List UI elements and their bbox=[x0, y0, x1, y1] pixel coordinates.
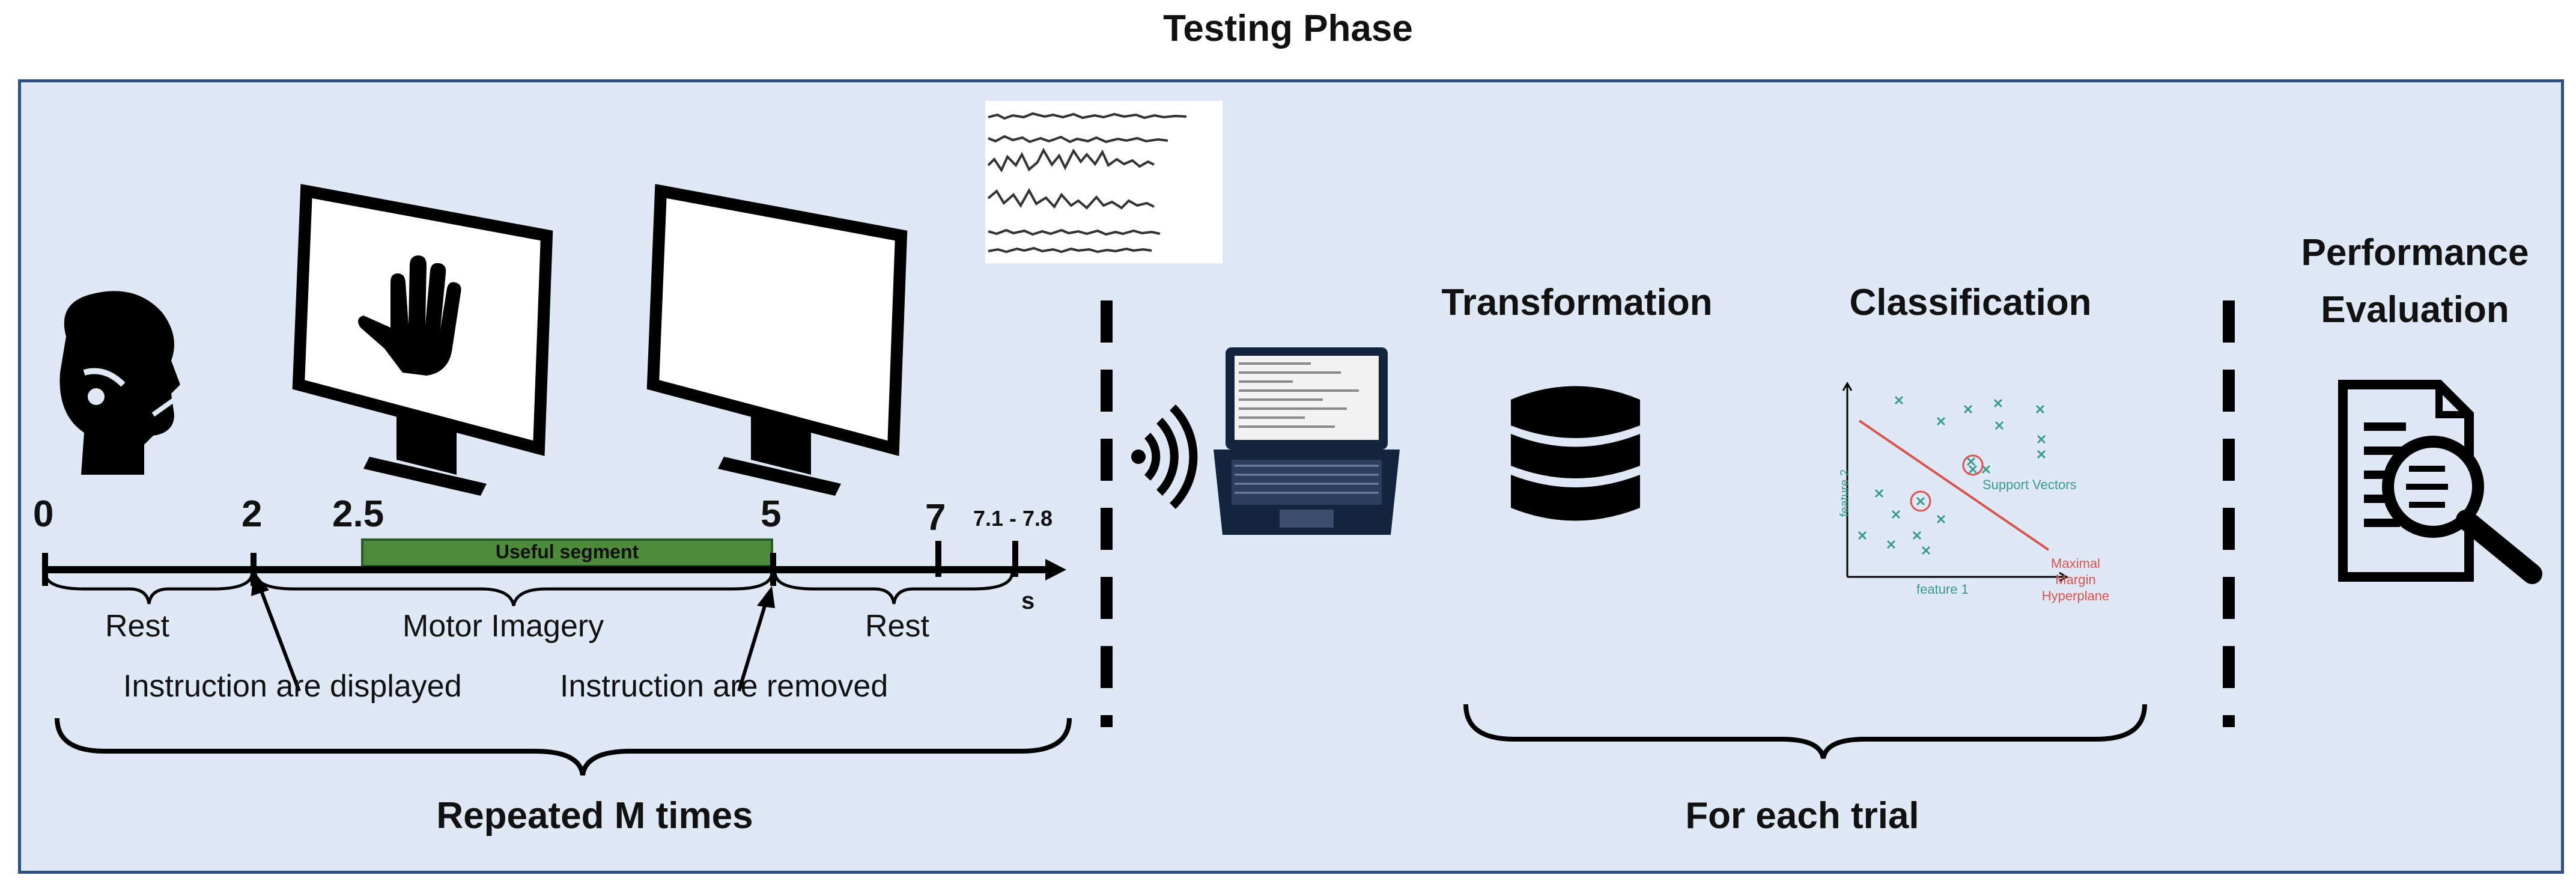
motor-imagery-label: Motor Imagery bbox=[402, 609, 604, 644]
page-title: Testing Phase bbox=[1163, 8, 1413, 49]
hyperplane-label-3: Hyperplane bbox=[2041, 588, 2110, 603]
svm-xlabel: feature 1 bbox=[1916, 582, 1969, 597]
monitor-blank-icon bbox=[646, 184, 908, 496]
brace-repeated bbox=[55, 718, 1072, 776]
instruction-removed-label: Instruction are removed bbox=[560, 669, 889, 704]
tick-label: 2.5 bbox=[332, 493, 384, 535]
hyperplane-label-2: Margin bbox=[2055, 572, 2096, 587]
wireless-icon bbox=[1131, 404, 1198, 509]
tick-label: 7 bbox=[925, 497, 946, 538]
brace-motor-imagery bbox=[254, 571, 774, 606]
transformation-label: Transformation bbox=[1441, 282, 1713, 323]
arrow-instruction-displayed bbox=[257, 582, 301, 692]
rest-label-1: Rest bbox=[105, 609, 169, 644]
arrow-instruction-removed bbox=[737, 597, 769, 692]
performance-label: Performance bbox=[2301, 232, 2529, 273]
svm-hyperplane bbox=[1858, 419, 2050, 551]
instruction-displayed-label: Instruction are displayed bbox=[123, 669, 462, 704]
tick-label: 7.1 - 7.8 bbox=[973, 506, 1053, 531]
support-vector-2 bbox=[1910, 490, 1931, 512]
hyperplane-label-1: Maximal bbox=[2051, 556, 2100, 571]
time-unit-label: s bbox=[1021, 588, 1035, 614]
laptop-icon bbox=[1214, 347, 1400, 535]
repeated-label: Repeated M times bbox=[436, 795, 753, 837]
monitor-hand-icon bbox=[292, 184, 553, 496]
eeg-signal-icon bbox=[985, 101, 1223, 263]
classification-label: Classification bbox=[1849, 282, 2092, 323]
brace-rest-2 bbox=[773, 571, 1014, 605]
report-magnifier-icon bbox=[2338, 380, 2542, 584]
tick-label: 2 bbox=[242, 493, 263, 535]
timeline bbox=[42, 538, 1066, 692]
time-axis-arrow bbox=[1045, 559, 1066, 581]
useful-segment-label: Useful segment bbox=[495, 541, 639, 562]
svm-plot bbox=[1842, 382, 2068, 582]
rest-label-2: Rest bbox=[865, 609, 929, 644]
tick-label: 5 bbox=[761, 493, 782, 535]
svm-points bbox=[1858, 395, 2046, 555]
svm-ylabel: feature 2 bbox=[1838, 469, 1852, 517]
for-each-trial-label: For each trial bbox=[1685, 795, 1919, 837]
brace-each-trial bbox=[1463, 704, 2147, 759]
database-icon bbox=[1511, 386, 1640, 521]
support-vectors-label: Support Vectors bbox=[1982, 477, 2077, 492]
tick-label: 0 bbox=[33, 493, 54, 535]
person-headset-icon bbox=[59, 291, 180, 475]
useful-segment-bar bbox=[361, 538, 773, 567]
evaluation-label: Evaluation bbox=[2321, 289, 2509, 331]
support-vector-1 bbox=[1962, 454, 1984, 476]
brace-rest-1 bbox=[43, 571, 254, 605]
